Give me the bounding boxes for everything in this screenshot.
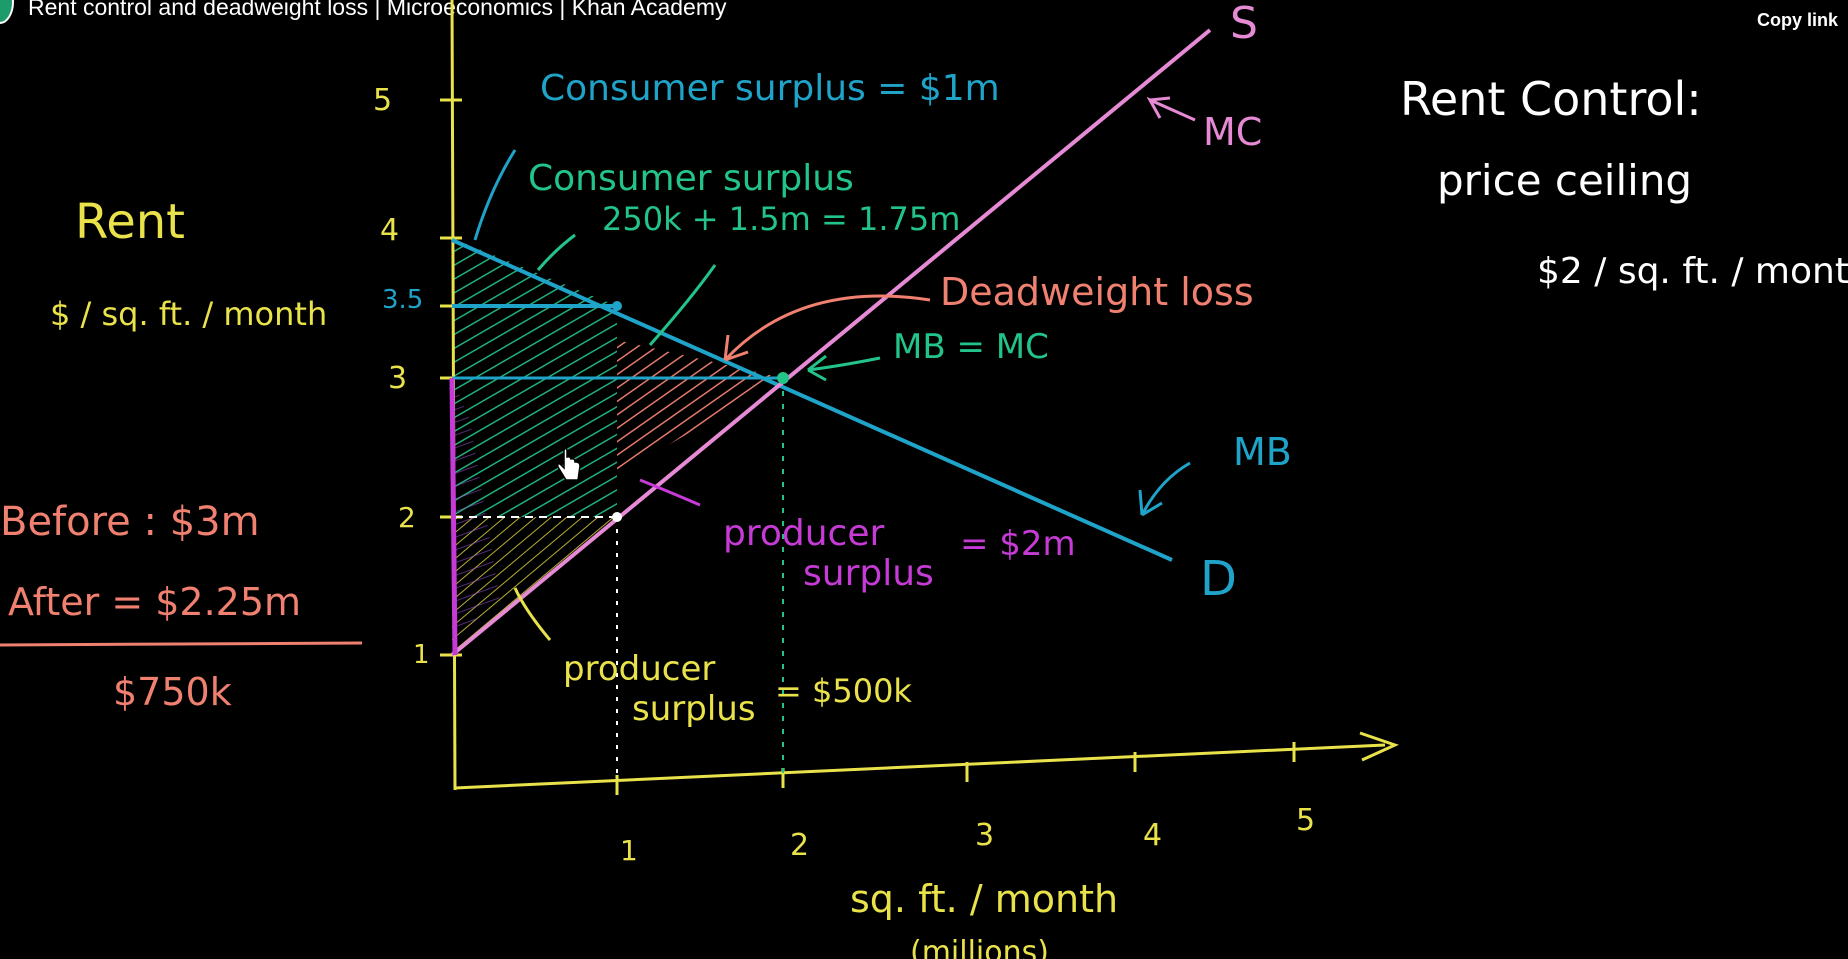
y-tick-label-3: 3: [388, 361, 407, 396]
consumer-surplus-after-value: 250k + 1.5m = 1.75m: [602, 200, 960, 238]
mb-arrow: [1138, 461, 1191, 517]
demand-curve: [451, 238, 1173, 562]
producer-surplus-after-value: = $500k: [775, 672, 912, 710]
consumer-surplus-before-pointer: [473, 149, 517, 241]
producer-surplus-before-pointer: [639, 478, 701, 507]
y-tick-label-2: 2: [398, 501, 416, 534]
ceiling-supply-point: [612, 512, 622, 522]
x-axis-label-units: (millions): [910, 935, 1049, 959]
y-tick-label-5: 5: [373, 83, 392, 118]
x-tick-label-5: 5: [1296, 803, 1315, 838]
equilibrium-point: [777, 372, 789, 384]
consumer-surplus-after-label: Consumer surplus: [528, 158, 854, 199]
y-tick-label-4: 4: [380, 213, 399, 248]
y-axis-label-units: $ / sq. ft. / month: [50, 295, 327, 333]
equilibrium-pointer: [807, 354, 881, 382]
after-total-note: After = $2.25m: [8, 580, 301, 624]
x-tick-label-3: 3: [975, 818, 994, 853]
price-ceiling-note: price ceiling: [1437, 156, 1692, 205]
producer-surplus-after-1: producer: [563, 649, 715, 689]
supply-label: S: [1230, 0, 1258, 49]
x-tick-label-1: 1: [620, 834, 638, 867]
producer-surplus-before-1: producer: [723, 513, 884, 554]
producer-surplus-after-2: surplus: [632, 689, 756, 729]
mc-arrow: [1146, 96, 1196, 122]
x-axis-arrowhead: [1359, 731, 1400, 762]
producer-surplus-after-pointer: [513, 587, 552, 641]
before-total-note: Before : $3m: [0, 499, 260, 545]
producer-surplus-before-2: surplus: [803, 553, 934, 594]
consumer-surplus-after-pointer-2: [648, 264, 717, 346]
x-axis-label: sq. ft. / month: [850, 877, 1118, 921]
y-tick-label-3-5: 3.5: [382, 285, 423, 315]
x-tick-marks: [615, 742, 1296, 795]
x-axis: [454, 743, 1386, 790]
producer-edge: [449, 377, 458, 656]
y-axis-label: Rent: [75, 194, 185, 250]
demand-label: D: [1200, 551, 1237, 607]
consumer-surplus-before: Consumer surplus = $1m: [540, 68, 1000, 109]
supply-curve: [450, 28, 1212, 657]
x-tick-label-4: 4: [1143, 818, 1162, 853]
deadweight-loss-region: [617, 340, 783, 475]
video-title[interactable]: Rent control and deadweight loss | Micro…: [28, 0, 727, 20]
equilibrium-label: MB = MC: [893, 327, 1049, 367]
mb-label: MB: [1233, 430, 1292, 474]
difference-note: $750k: [113, 670, 232, 714]
subtraction-line: [0, 641, 363, 647]
rent-control-heading: Rent Control:: [1400, 72, 1702, 126]
ceiling-value-note: $2 / sq. ft. / month: [1537, 251, 1848, 292]
mc-label: MC: [1203, 110, 1262, 154]
y-tick-label-1: 1: [413, 640, 430, 670]
x-tick-label-2: 2: [790, 828, 809, 863]
deadweight-loss-pointer: [723, 294, 931, 362]
copy-link-button[interactable]: Copy link: [1756, 10, 1838, 30]
deadweight-loss-label: Deadweight loss: [940, 270, 1254, 314]
producer-surplus-before-value: = $2m: [960, 524, 1076, 564]
ceiling-demand-point: [612, 301, 622, 311]
consumer-surplus-after-pointer-1: [536, 233, 576, 271]
producer-transfer-region: [452, 378, 500, 640]
hand-cursor-icon: [557, 447, 581, 481]
